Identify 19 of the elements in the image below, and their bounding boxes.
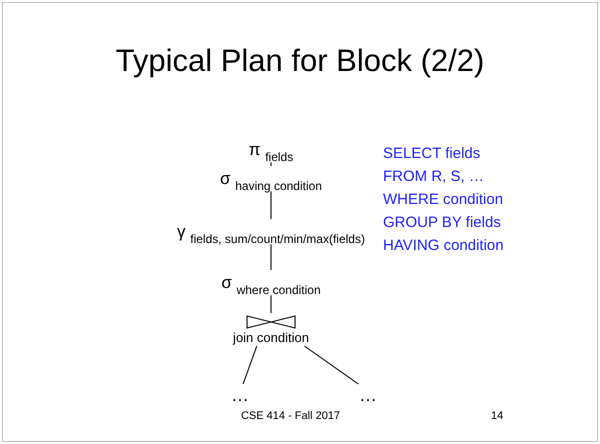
tree-edge [270,294,272,314]
operator-text: σ $_{where condition}$ [221,272,321,294]
sql-line: WHERE condition [383,190,504,210]
sql-line: SELECT fields [383,144,482,164]
ellipsis-text: … [231,386,249,404]
join-condition-text: join condition [233,331,309,344]
tree-edge [304,346,359,384]
slide-title: Typical Plan for Block (2/2) [114,42,486,80]
page-number: 14 [491,409,504,424]
ellipsis-text: … [359,386,377,404]
tree-edge [270,162,272,166]
sql-line: FROM R, S, … [383,167,485,187]
tree-edge [270,190,272,220]
sql-line: HAVING condition [383,236,504,256]
operator-text: π $_{fields}$ [248,139,294,160]
sql-line: GROUP BY fields [383,213,502,233]
tree-edge [270,244,272,270]
tree-edge [242,346,258,384]
footer-text: CSE 414 - Fall 2017 [241,409,340,424]
